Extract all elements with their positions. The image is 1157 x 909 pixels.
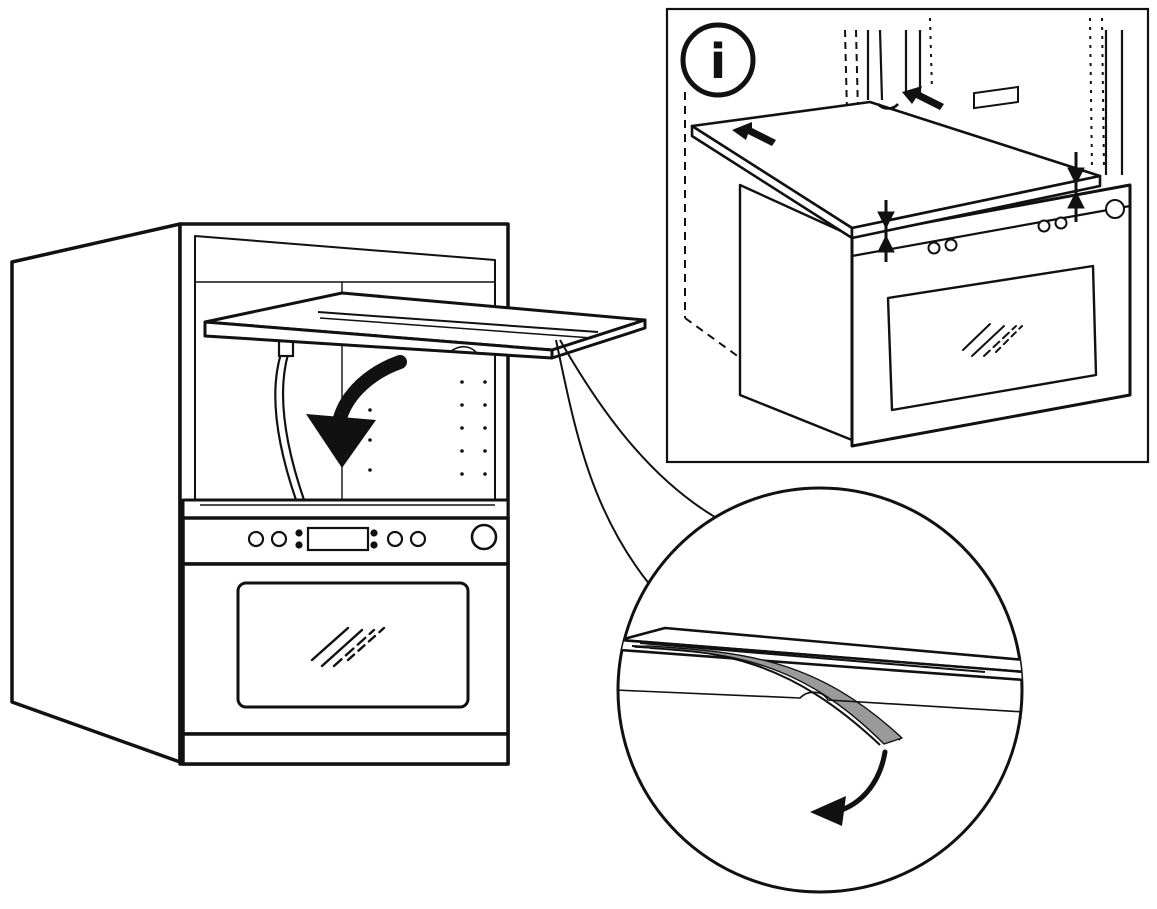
oven-knob [247,530,265,548]
info-badge-letter: i [710,34,726,90]
arrow-down-icon [306,355,407,468]
info-icon: i [680,22,756,98]
oven-knob [386,530,404,548]
tape-strip [634,645,903,745]
cover-panel [203,291,647,360]
oven-knob [270,530,288,548]
info-panel: i [665,7,1150,464]
detail-callout [555,339,1024,894]
oven-knob [409,530,427,548]
cabinet-side-panel [10,222,182,764]
oven-window [236,581,470,709]
oven-main-dial [470,523,498,551]
arrow-right-icon [902,86,944,110]
shelf-holes [368,380,487,476]
glass-reflection [310,626,386,668]
oven-display [306,526,370,552]
oven-appliance [181,498,510,766]
arrow-right-icon [732,122,776,146]
oven-controls [247,523,498,552]
gap-indicator [877,152,1085,262]
oven-control-panel [181,516,510,566]
oven-plinth [181,732,510,766]
